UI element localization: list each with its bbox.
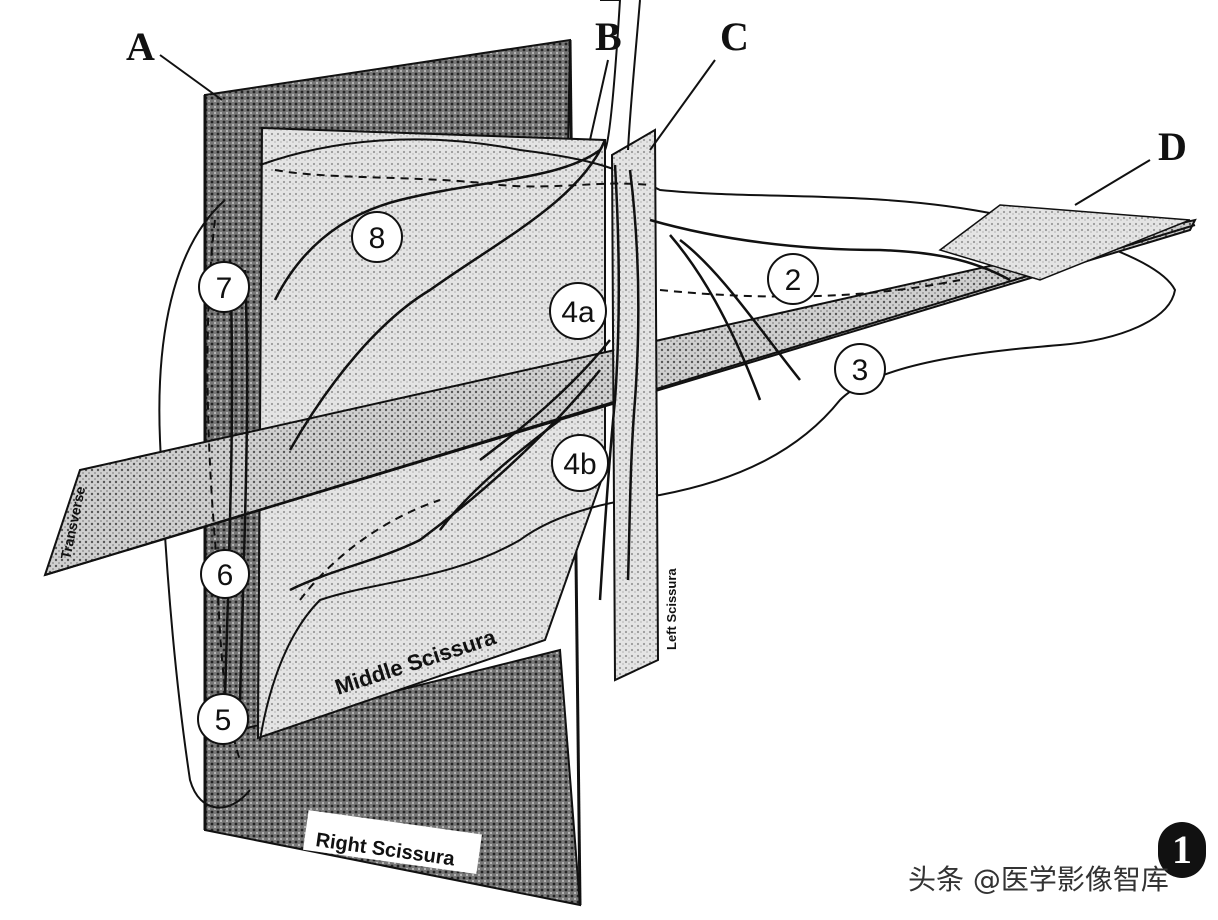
left-scissura-label: Left Scissura bbox=[664, 568, 679, 650]
figure-number-badge: 1 bbox=[1158, 822, 1206, 878]
segment-4a: 4a bbox=[549, 282, 607, 340]
segment-6-label: 6 bbox=[217, 559, 234, 592]
segment-markers: 8 7 2 4a 3 4b 6 5 bbox=[197, 211, 886, 745]
segment-3-label: 3 bbox=[852, 354, 869, 387]
segment-4b-label: 4b bbox=[563, 448, 596, 481]
label-b: B bbox=[595, 14, 622, 59]
watermark-text: 头条 @医学影像智库 bbox=[908, 863, 1169, 896]
label-d: D bbox=[1158, 124, 1187, 169]
dashed-vessels bbox=[206, 169, 961, 761]
segment-5: 5 bbox=[197, 693, 249, 745]
segment-8-label: 8 bbox=[369, 222, 386, 255]
segment-2-label: 2 bbox=[785, 264, 802, 297]
hepatic-veins bbox=[223, 0, 1011, 701]
label-c: C bbox=[720, 14, 749, 59]
segment-3: 3 bbox=[834, 343, 886, 395]
leader-lines bbox=[159, 54, 1151, 206]
plane-d bbox=[938, 204, 1191, 281]
segment-8: 8 bbox=[351, 211, 403, 263]
segment-5-label: 5 bbox=[215, 704, 232, 737]
segment-6: 6 bbox=[200, 549, 250, 599]
segment-2: 2 bbox=[767, 253, 819, 305]
label-a: A bbox=[126, 24, 155, 69]
segment-7: 7 bbox=[198, 261, 250, 313]
segment-4a-label: 4a bbox=[561, 296, 595, 329]
segment-7-label: 7 bbox=[216, 272, 233, 305]
segment-4b: 4b bbox=[551, 434, 609, 492]
